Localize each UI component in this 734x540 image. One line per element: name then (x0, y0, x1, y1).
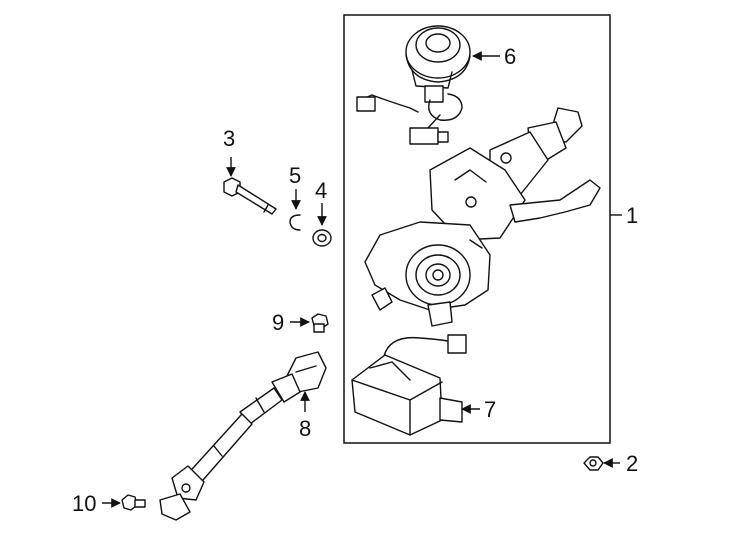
clip-part (289, 214, 301, 231)
nut-part (583, 456, 604, 471)
washer-part (312, 229, 332, 247)
clock-spring (356, 25, 471, 145)
control-module (351, 334, 467, 436)
callout-6: 6 (504, 44, 516, 69)
bolt-part-3 (223, 177, 277, 215)
callout-8: 8 (299, 416, 311, 441)
bolt-part-10 (121, 494, 146, 511)
callout-7: 7 (484, 397, 496, 422)
callout-10: 10 (72, 491, 96, 516)
callout-1: 1 (626, 203, 638, 228)
callout-9: 9 (272, 310, 284, 335)
steering-column (364, 107, 601, 327)
assembly-frame (343, 14, 611, 444)
intermediate-shaft (159, 351, 327, 521)
bolt-part-9 (311, 313, 329, 333)
callout-4: 4 (315, 178, 327, 203)
callout-3: 3 (223, 126, 235, 151)
callout-5: 5 (289, 163, 301, 188)
callout-2: 2 (626, 451, 638, 476)
